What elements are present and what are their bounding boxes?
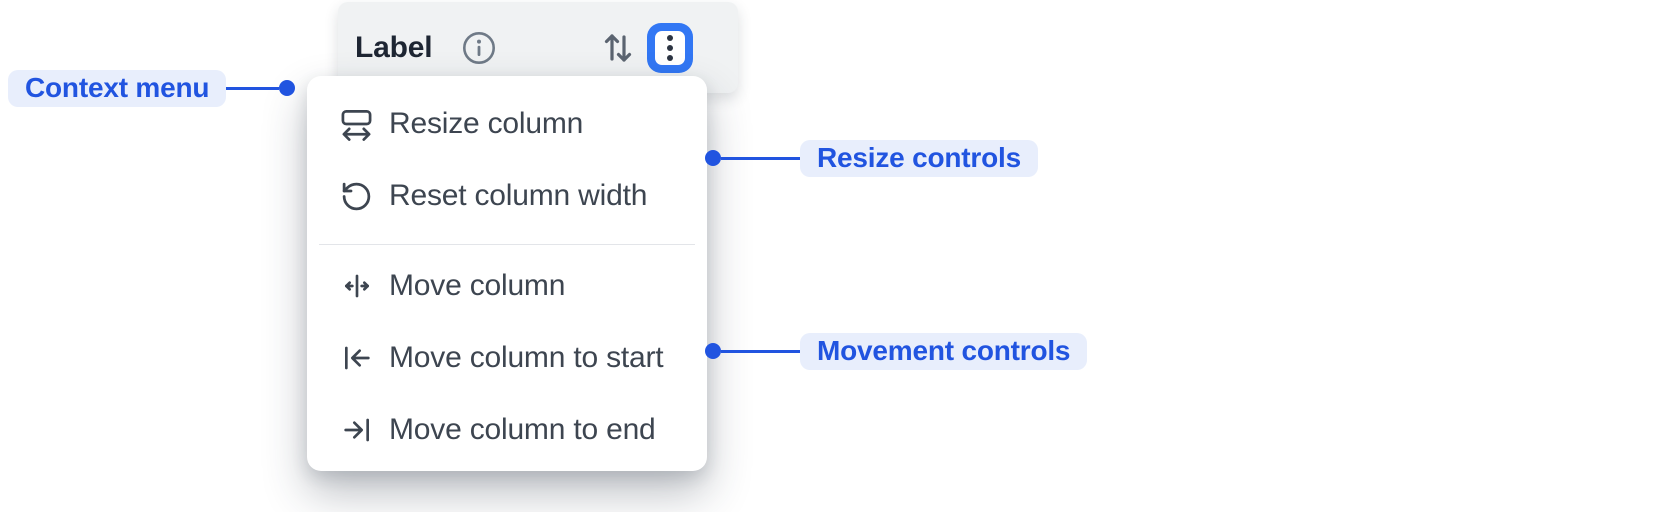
annotation-connector-line bbox=[721, 156, 800, 160]
menu-item-label: Reset column width bbox=[389, 179, 648, 212]
menu-item-move-column-to-end[interactable]: Move column to end bbox=[307, 394, 707, 466]
annotation-dot bbox=[705, 150, 721, 166]
menu-item-label: Move column to end bbox=[389, 413, 656, 446]
annotation-resize-controls: Resize controls bbox=[705, 139, 1038, 177]
column-menu-button[interactable] bbox=[647, 22, 693, 73]
annotation-connector-line bbox=[226, 86, 279, 90]
menu-item-reset-column-width[interactable]: Reset column width bbox=[307, 160, 707, 232]
menu-item-resize-column[interactable]: Resize column bbox=[307, 88, 707, 160]
annotation-dot bbox=[705, 343, 721, 359]
move-column-to-end-icon bbox=[340, 413, 373, 447]
kebab-vertical-icon bbox=[655, 30, 685, 65]
menu-item-move-column-to-start[interactable]: Move column to start bbox=[307, 322, 707, 394]
info-icon[interactable] bbox=[462, 31, 496, 65]
sort-icon[interactable] bbox=[602, 27, 634, 69]
reset-column-width-icon bbox=[340, 179, 373, 213]
annotation-pill: Context menu bbox=[8, 69, 227, 107]
move-column-to-start-icon bbox=[340, 341, 373, 375]
move-column-icon bbox=[340, 269, 373, 303]
annotation-pill: Movement controls bbox=[800, 332, 1088, 370]
column-header-label: Label bbox=[355, 30, 433, 64]
annotation-connector-line bbox=[721, 349, 800, 353]
annotation-dot bbox=[279, 80, 295, 96]
menu-item-label: Move column to start bbox=[389, 341, 664, 374]
menu-item-label: Move column bbox=[389, 269, 566, 302]
menu-item-label: Resize column bbox=[389, 107, 584, 140]
menu-divider bbox=[319, 244, 695, 245]
annotation-pill: Resize controls bbox=[800, 139, 1038, 177]
context-menu: Resize column Reset column width Move co… bbox=[307, 76, 707, 471]
resize-column-icon bbox=[340, 107, 373, 141]
annotation-movement-controls: Movement controls bbox=[705, 332, 1088, 370]
menu-item-move-column[interactable]: Move column bbox=[307, 250, 707, 322]
annotation-context-menu: Context menu bbox=[8, 69, 295, 107]
